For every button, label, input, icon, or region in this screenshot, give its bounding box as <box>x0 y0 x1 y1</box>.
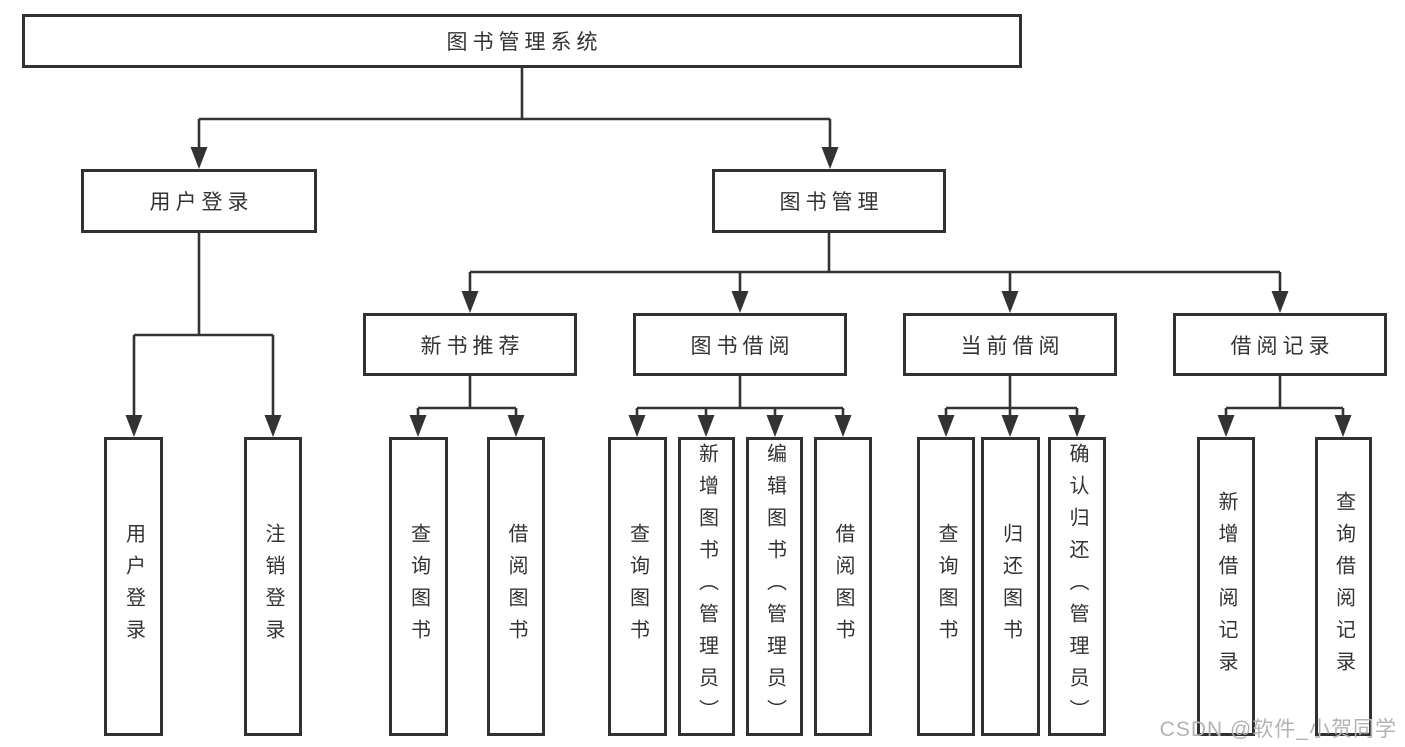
leaf-query-book-recommend: 查询图书 <box>389 437 448 736</box>
leaf-edit-book-admin: 编辑图书（管理员） <box>746 437 803 736</box>
node-library-system: 图书管理系统 <box>22 14 1022 68</box>
leaf-logout: 注销登录 <box>244 437 302 736</box>
leaf-label: 查询图书 <box>407 522 430 651</box>
leaf-query-book-current: 查询图书 <box>917 437 975 736</box>
leaf-label: 查询图书 <box>935 522 957 651</box>
leaf-label: 新增借阅记录 <box>1215 490 1237 683</box>
leaf-confirm-return-admin: 确认归还（管理员） <box>1048 437 1106 736</box>
leaf-label: 借阅图书 <box>832 522 854 651</box>
leaf-user-login: 用户登录 <box>104 437 163 736</box>
leaf-add-borrow-record: 新增借阅记录 <box>1197 437 1255 736</box>
arrowheads <box>125 147 1352 437</box>
leaf-return-book: 归还图书 <box>981 437 1040 736</box>
node-book-management: 图书管理 <box>712 169 946 233</box>
leaf-label: 新增图书（管理员） <box>695 442 718 731</box>
leaf-label: 注销登录 <box>262 522 284 651</box>
leaf-label: 编辑图书（管理员） <box>763 442 786 731</box>
leaf-query-book-borrow: 查询图书 <box>608 437 667 736</box>
leaf-borrow-book: 借阅图书 <box>814 437 872 736</box>
node-current-borrow: 当前借阅 <box>903 313 1117 376</box>
leaf-query-borrow-record: 查询借阅记录 <box>1315 437 1372 736</box>
leaf-add-book-admin: 新增图书（管理员） <box>678 437 735 736</box>
leaf-borrow-book-recommend: 借阅图书 <box>487 437 545 736</box>
leaf-label: 查询借阅记录 <box>1332 490 1355 683</box>
node-label: 图书管理 <box>779 191 884 214</box>
node-label: 图书管理系统 <box>446 31 603 54</box>
node-borrow-records: 借阅记录 <box>1173 313 1387 376</box>
csdn-watermark: CSDN @软件_小贺同学 <box>1159 718 1397 741</box>
node-new-book-recommend: 新书推荐 <box>363 313 577 376</box>
node-label: 借阅记录 <box>1230 334 1335 358</box>
leaf-label: 用户登录 <box>122 522 145 651</box>
node-label: 当前借阅 <box>960 334 1065 358</box>
leaf-label: 查询图书 <box>626 522 649 651</box>
node-label: 用户登录 <box>149 191 254 214</box>
leaf-label: 借阅图书 <box>505 522 527 651</box>
node-label: 图书借阅 <box>690 334 795 358</box>
node-label: 新书推荐 <box>420 334 525 358</box>
node-book-borrow: 图书借阅 <box>633 313 847 376</box>
leaf-label: 确认归还（管理员） <box>1066 442 1088 731</box>
node-user-login: 用户登录 <box>81 169 317 233</box>
leaf-label: 归还图书 <box>999 522 1022 651</box>
